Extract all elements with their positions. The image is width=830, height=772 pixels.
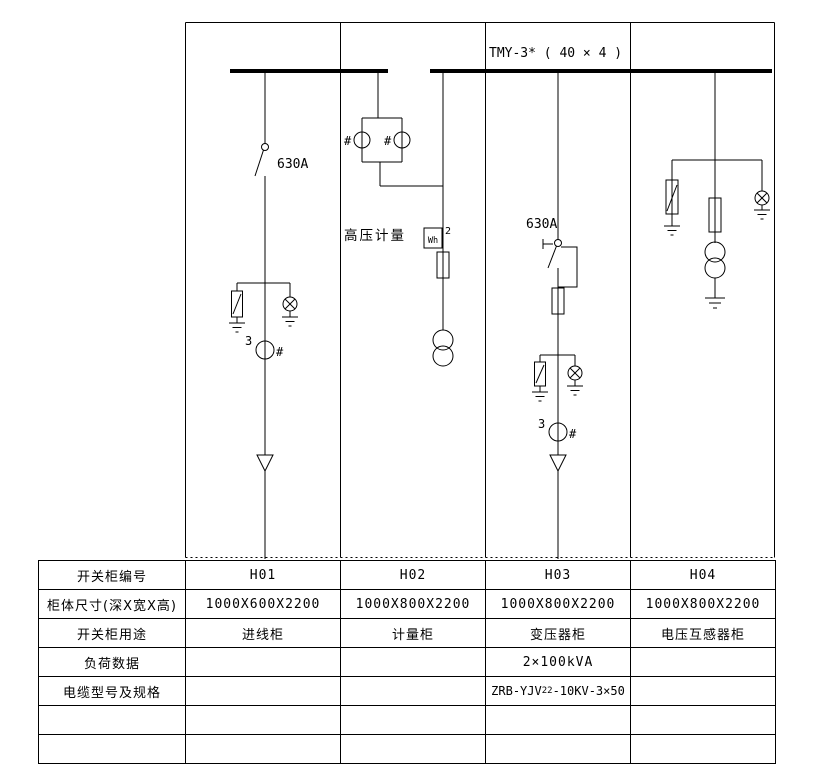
h03-circuit: 630A — [526, 71, 583, 559]
cell-h02-cable — [341, 677, 486, 706]
feeder-arrow-icon — [256, 454, 274, 473]
cell-h04-load — [631, 648, 776, 677]
h02-metering-label: 高压计量 — [344, 227, 406, 244]
ct-icon — [353, 131, 371, 149]
energy-meter-icon — [423, 227, 443, 249]
empty-cell — [186, 706, 341, 735]
energy-meter-label: Wh — [428, 236, 438, 246]
empty-cell — [341, 735, 486, 764]
cell-h01-purpose: 进线柜 — [186, 619, 341, 648]
empty-cell — [631, 735, 776, 764]
h03-ct-count-label: 3 — [538, 417, 545, 431]
cell-h04-purpose: 电压互感器柜 — [631, 619, 776, 648]
fuse-icon — [436, 251, 450, 279]
empty-cell — [39, 735, 186, 764]
row-label-cabinet-size: 柜体尺寸(深X宽X高) — [39, 590, 186, 619]
h02-ct-mark-1: # — [344, 134, 352, 148]
cell-h01-load — [186, 648, 341, 677]
cell-h04-id: H04 — [631, 561, 776, 590]
arrester-icon — [754, 190, 770, 206]
pt-icon — [704, 257, 726, 279]
h04-circuit — [664, 71, 770, 309]
cell-h02-load — [341, 648, 486, 677]
transformer-icon — [432, 329, 454, 351]
ground-icon — [705, 297, 725, 309]
switch-hinge-icon — [261, 143, 269, 151]
cable-subscript: 22 — [541, 685, 553, 696]
cell-h04-cable — [631, 677, 776, 706]
cell-h04-size: 1000X800X2200 — [631, 590, 776, 619]
empty-cell — [186, 735, 341, 764]
cell-h02-purpose: 计量柜 — [341, 619, 486, 648]
h02-meter-qty-label: 2 — [445, 226, 451, 237]
cell-h02-size: 1000X800X2200 — [341, 590, 486, 619]
spec-table: 开关柜编号 H01 H02 H03 H04 柜体尺寸(深X宽X高) 1000X6… — [38, 560, 776, 764]
arrester-icon — [282, 296, 298, 312]
pt-icon — [704, 241, 726, 263]
h02-ct-mark-2: # — [384, 134, 392, 148]
cell-h03-id: H03 — [486, 561, 631, 590]
ground-icon — [664, 225, 680, 236]
empty-cell — [341, 706, 486, 735]
row-label-cabinet-purpose: 开关柜用途 — [39, 619, 186, 648]
cell-h03-size: 1000X800X2200 — [486, 590, 631, 619]
ground-icon — [282, 316, 298, 327]
switch-blade-icon — [547, 245, 557, 269]
h02-circuit: # # 高压计量 Wh 2 — [344, 71, 454, 367]
busbar-label: TMY-3* ( 40 × 4 ) — [489, 46, 622, 61]
empty-cell — [486, 706, 631, 735]
transformer-icon — [432, 345, 454, 367]
ground-icon — [229, 322, 245, 333]
h01-ct-mark: # — [276, 345, 284, 359]
row-label-cable-spec: 电缆型号及规格 — [39, 677, 186, 706]
diagram-frame — [185, 22, 775, 558]
fuse-icon — [665, 179, 679, 215]
switch-fuse-linkage — [558, 246, 578, 288]
row-label-cabinet-id: 开关柜编号 — [39, 561, 186, 590]
fuse-icon — [551, 287, 565, 315]
switch-blade-icon — [254, 149, 264, 177]
cell-h03-load: 2×100kVA — [486, 648, 631, 677]
empty-cell — [486, 735, 631, 764]
row-label-load-data: 负荷数据 — [39, 648, 186, 677]
h01-ct-count-label: 3 — [245, 334, 252, 348]
cell-h01-cable — [186, 677, 341, 706]
ct-icon — [393, 131, 411, 149]
fuse-icon — [708, 197, 722, 233]
ground-icon — [754, 209, 770, 220]
ground-icon — [567, 385, 583, 396]
h03-switch-rating-label: 630A — [526, 217, 557, 232]
switch-hinge-icon — [554, 239, 562, 247]
cell-h03-purpose: 变压器柜 — [486, 619, 631, 648]
cell-h02-id: H02 — [341, 561, 486, 590]
arrester-icon — [567, 365, 583, 381]
h01-switch-rating-label: 630A — [277, 157, 308, 172]
empty-cell — [39, 706, 186, 735]
cable-suffix: -10KV-3×50 — [552, 684, 625, 698]
cell-h01-id: H01 — [186, 561, 341, 590]
h01-circuit: 630A — [229, 71, 308, 559]
ground-icon — [532, 391, 548, 402]
cell-h01-size: 1000X600X2200 — [186, 590, 341, 619]
h03-ct-mark: # — [569, 427, 577, 441]
ct-icon — [548, 422, 568, 442]
busbar: TMY-3* ( 40 × 4 ) — [230, 46, 772, 73]
empty-cell — [631, 706, 776, 735]
feeder-arrow-icon — [549, 454, 567, 473]
ct-icon — [255, 340, 275, 360]
cable-prefix: ZRB-YJV — [491, 684, 542, 698]
